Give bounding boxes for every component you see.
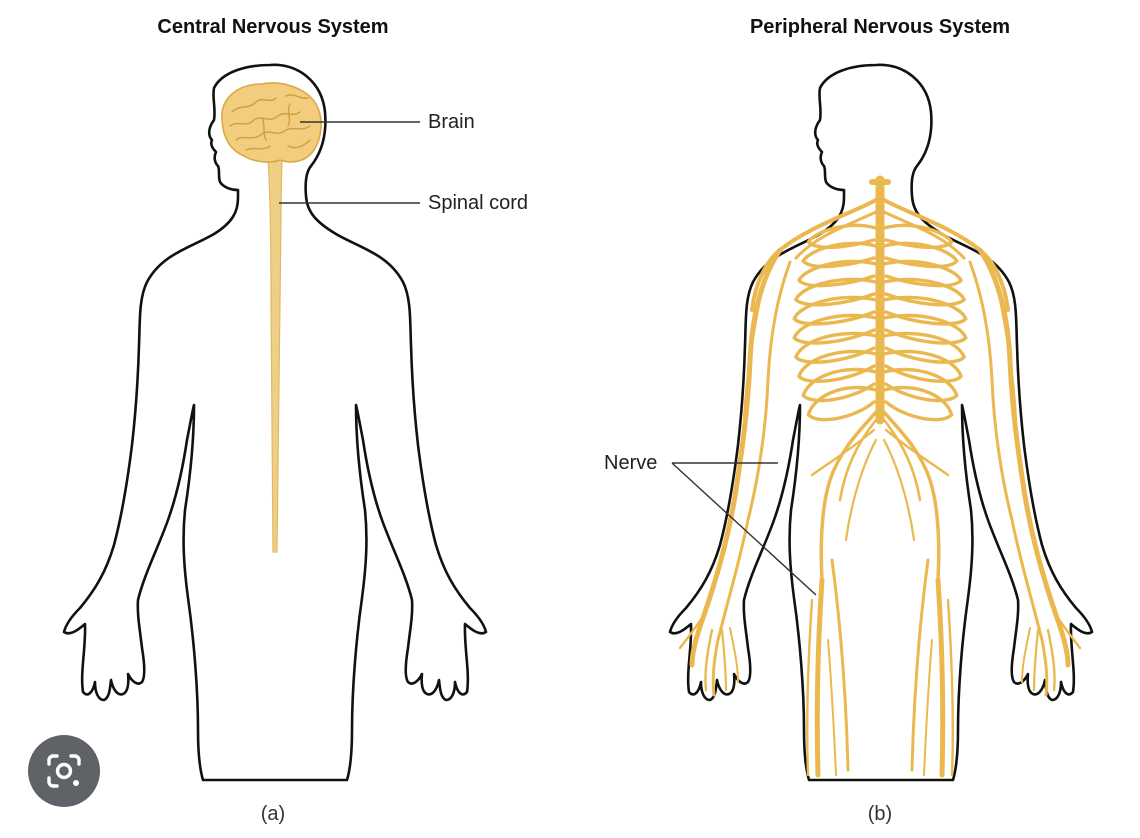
rib-nerve-right: [882, 349, 963, 383]
rib-nerve-right: [882, 331, 966, 364]
nerve-leader-line-leg: [671, 462, 817, 596]
rib-nerve-right: [882, 367, 959, 403]
panel-a-title: Central Nervous System: [157, 16, 388, 38]
panel-b-caption: (b): [868, 803, 892, 825]
rib-nerve-right: [882, 259, 963, 288]
spinal-cord: [267, 157, 283, 553]
rib-nerve-left: [792, 313, 878, 345]
rib-nerve-left: [801, 241, 878, 269]
rib-nerve-right: [882, 385, 954, 422]
rib-nerve-left: [792, 295, 878, 326]
lens-search-button[interactable]: [28, 735, 100, 807]
rib-nerve-right: [882, 241, 959, 269]
rib-nerve-right: [882, 313, 968, 345]
rib-nerve-left: [806, 385, 878, 422]
panel-peripheral-nervous-system: Peripheral Nervous System: [604, 16, 1094, 825]
lens-camera-icon: [47, 754, 81, 788]
rib-nerve-right: [882, 295, 968, 326]
panel-b-title: Peripheral Nervous System: [750, 16, 1010, 38]
nerve-label: Nerve: [604, 452, 657, 474]
nerve-network: [678, 175, 1082, 778]
panel-a-caption: (a): [261, 803, 285, 825]
rib-nerve-left: [794, 277, 878, 307]
brain: [221, 82, 322, 163]
brain-label: Brain: [428, 111, 475, 133]
rib-nerve-left: [794, 331, 878, 364]
rib-nerve-left: [797, 349, 878, 383]
rib-nerve-right: [882, 277, 966, 307]
rib-nerve-left: [801, 367, 878, 403]
spinal-cord-label: Spinal cord: [428, 192, 528, 214]
rib-nerve-left: [797, 259, 878, 288]
panel-central-nervous-system: Central Nervous System Brain Spinal cord…: [62, 16, 528, 825]
